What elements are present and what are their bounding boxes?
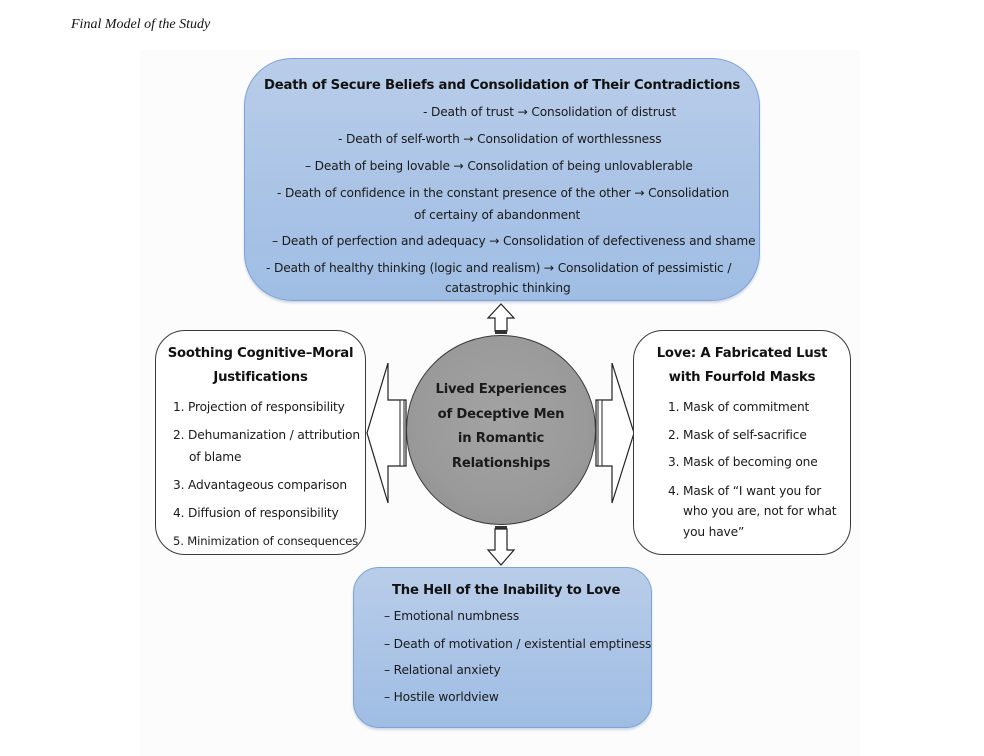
central-concept-line: Lived Experiences	[435, 382, 567, 397]
bottom-theme-item: – Death of motivation / existential empt…	[384, 637, 652, 651]
left-theme-title-line: Soothing Cognitive–Moral	[167, 346, 354, 361]
bottom-theme-box: The Hell of the Inability to Love – Emot…	[353, 567, 652, 728]
top-theme-item: – Death of being lovable → Consolidation…	[305, 159, 693, 173]
central-concept-line: in Romantic	[457, 431, 545, 446]
bottom-theme-item: – Relational anxiety	[384, 663, 501, 677]
right-theme-item: 3. Mask of becoming one	[668, 455, 818, 469]
bottom-theme-item: – Hostile worldview	[384, 690, 499, 704]
central-concept-line: Relationships	[451, 455, 551, 471]
figure-caption: Final Model of the Study	[71, 17, 211, 32]
central-concept-circle: Lived Experiences of Deceptive Men in Ro…	[406, 335, 596, 525]
right-theme-box: Love: A Fabricated Lust with Fourfold Ma…	[633, 330, 851, 555]
right-theme-item: 2. Mask of self-sacrifice	[668, 428, 807, 442]
right-theme-title-line: Love: A Fabricated Lust	[656, 346, 828, 361]
left-theme-item: 2. Dehumanization / attribution	[173, 428, 360, 442]
top-theme-item: - Death of self-worth → Consolidation of…	[338, 132, 662, 146]
left-theme-item: 1. Projection of responsibility	[173, 400, 345, 414]
bottom-theme-title: The Hell of the Inability to Love	[392, 583, 621, 598]
left-theme-item-continued: of blame	[189, 450, 242, 464]
left-theme-box: Soothing Cognitive–Moral Justifications …	[155, 330, 366, 555]
central-concept-line: of Deceptive Men	[437, 406, 565, 422]
top-theme-item: - Death of trust → Consolidation of dist…	[423, 105, 677, 119]
central-concept-label: Lived Experiences of Deceptive Men in Ro…	[407, 378, 595, 476]
top-theme-item-continued: catastrophic thinking	[445, 281, 571, 295]
top-theme-item: - Death of healthy thinking (logic and r…	[266, 261, 732, 275]
right-theme-item: 4. Mask of “I want you for	[668, 484, 822, 498]
right-theme-item-continued: you have”	[683, 525, 745, 539]
right-theme-item-continued: who you are, not for what	[683, 504, 837, 518]
top-theme-title: Death of Secure Beliefs and Consolidatio…	[264, 78, 740, 93]
top-theme-item: – Death of perfection and adequacy → Con…	[272, 234, 756, 248]
top-theme-item: - Death of confidence in the constant pr…	[277, 186, 730, 200]
top-theme-box: Death of Secure Beliefs and Consolidatio…	[244, 58, 760, 301]
right-theme-title-line: with Fourfold Masks	[668, 370, 816, 385]
left-theme-item: 4. Diffusion of responsibility	[173, 506, 339, 520]
left-theme-item: 5. Minimization of consequences	[173, 534, 359, 548]
right-theme-item: 1. Mask of commitment	[668, 400, 810, 414]
left-theme-title-line: Justifications	[213, 370, 308, 385]
left-theme-item: 3. Advantageous comparison	[173, 478, 347, 492]
top-theme-item-continued: of certainy of abandonment	[414, 208, 581, 222]
bottom-theme-item: – Emotional numbness	[384, 609, 520, 623]
